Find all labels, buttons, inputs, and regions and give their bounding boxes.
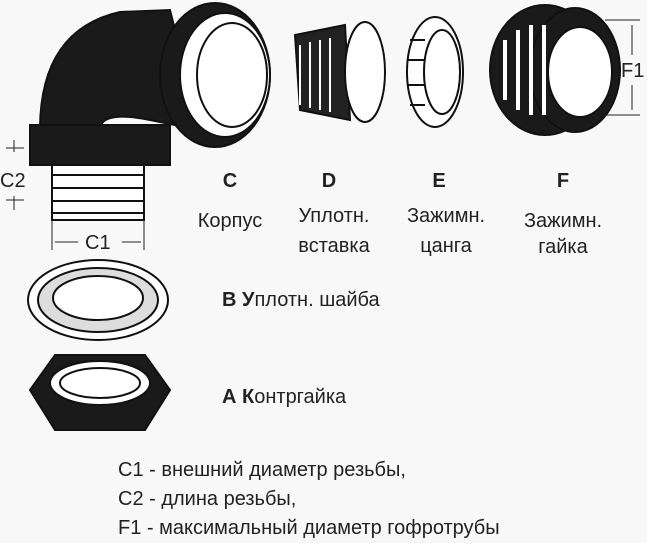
part-b-letter: B [222,289,237,311]
part-a-first: К [242,386,255,408]
part-c-name: Корпус [197,210,263,232]
locknut-a [28,354,172,431]
part-d-name-2: вставка [298,235,370,257]
part-c-letter: C [222,170,238,192]
elbow-body-c [29,2,271,221]
part-b-label: B Уплотн. шайба [222,289,380,311]
part-f-name-1: Зажимн. [523,210,603,232]
part-e-name-1: Зажимн. [406,205,486,227]
dim-f1-label: F1 [621,60,645,82]
part-a-rest: онтргайка [254,386,347,408]
insert-d [293,21,386,123]
part-f-letter: F [556,170,570,192]
collet-e [406,16,464,128]
part-f-name-2: гайка [538,236,588,258]
part-e-name-2: цанга [420,235,472,257]
part-b-rest: плотн. шайба [254,289,380,311]
part-a-label: A Контргайка [222,386,346,408]
dim-c2-label: C2 [0,170,26,192]
seal-washer-b [27,259,169,341]
part-a-letter: A [222,386,237,408]
part-e-letter: E [432,170,446,192]
part-b-first: У [242,289,255,311]
part-d-letter: D [321,170,337,192]
dimension-lines [6,19,640,250]
legend-c2: C2 - длина резьбы, [118,488,297,510]
legend-f1: F1 - максимальный диаметр гофротрубы [118,517,500,539]
legend-c1: C1 - внешний диаметр резьбы, [118,459,406,481]
dim-c1-label: C1 [85,232,111,254]
part-d-name-1: Уплотн. [298,205,370,227]
clamping-nut-f [489,4,621,136]
